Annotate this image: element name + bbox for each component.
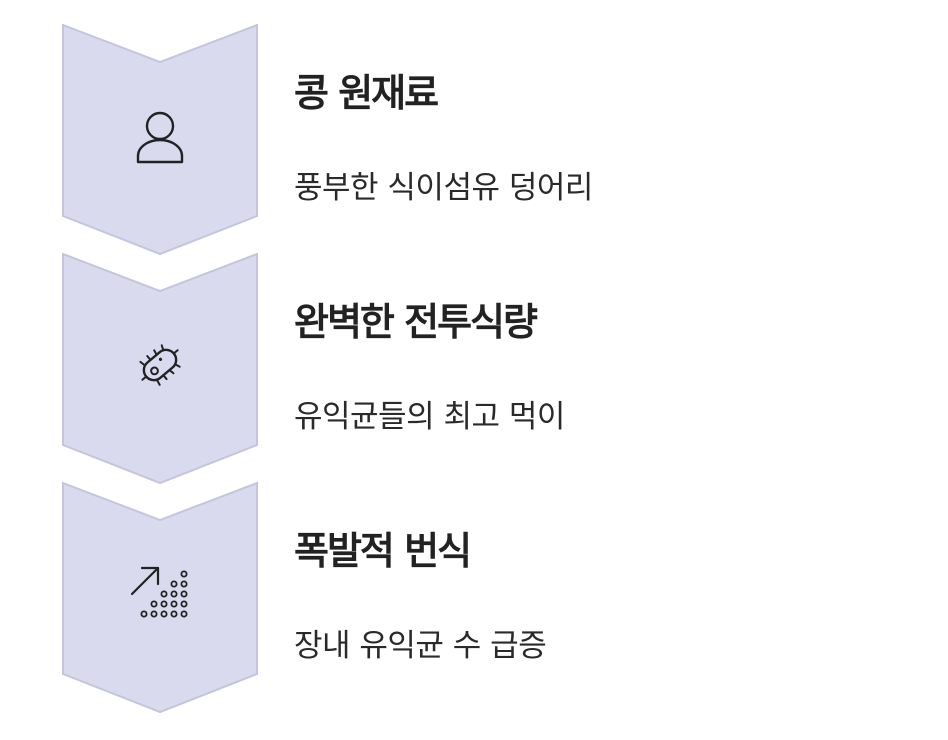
step-3-description: 장내 유익균 수 급증 [294, 628, 547, 664]
chevron-shape [62, 253, 258, 485]
step-3-title: 폭발적 번식 [294, 529, 472, 573]
step-1-chevron [62, 24, 258, 256]
step-2-chevron [62, 253, 258, 485]
step-2-title: 완벽한 전투식량 [294, 300, 538, 344]
step-3-chevron [62, 482, 258, 714]
bacteria-icon [139, 344, 181, 386]
step-1-title: 콩 원재료 [294, 71, 439, 115]
step-1-description: 풍부한 식이섬유 덩어리 [294, 170, 593, 206]
growth-dots-icon [130, 566, 188, 618]
step-2-description: 유익균들의 최고 먹이 [294, 399, 565, 435]
person-icon [136, 111, 184, 164]
chevron-shape [62, 482, 258, 714]
